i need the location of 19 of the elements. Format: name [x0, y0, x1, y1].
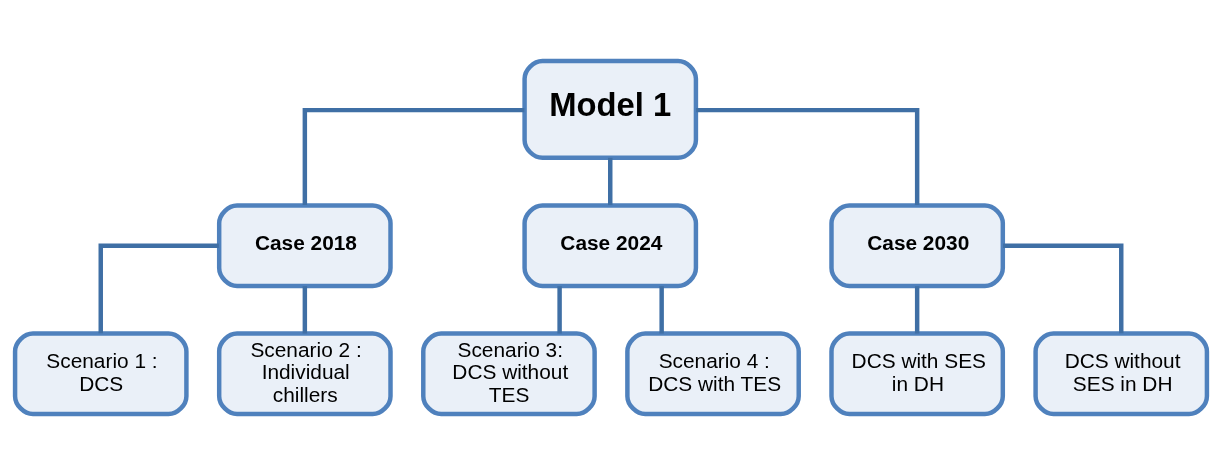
node-box: DCS without SES in DH	[1033, 331, 1210, 417]
connector	[696, 107, 920, 205]
connector	[302, 107, 525, 205]
node-box: DCS with SES in DH	[829, 331, 1006, 417]
node-box: Case 2024	[522, 203, 699, 289]
node-box: Scenario 4 : DCS with TES	[625, 331, 801, 417]
connector	[1003, 243, 1124, 334]
node-box: Scenario 3: DCS without TES	[421, 331, 597, 417]
connector	[659, 286, 664, 334]
node-box: Case 2018	[216, 203, 393, 289]
connector	[98, 243, 219, 334]
node-box: Model 1	[522, 58, 699, 161]
node-box: Case 2030	[829, 203, 1006, 289]
connector	[557, 286, 562, 334]
node-box: Scenario 1 : DCS	[12, 331, 189, 417]
connector	[608, 157, 613, 206]
connector	[914, 286, 920, 334]
node-box: Scenario 2 : Individual chillers	[216, 331, 393, 417]
connector	[302, 286, 308, 334]
